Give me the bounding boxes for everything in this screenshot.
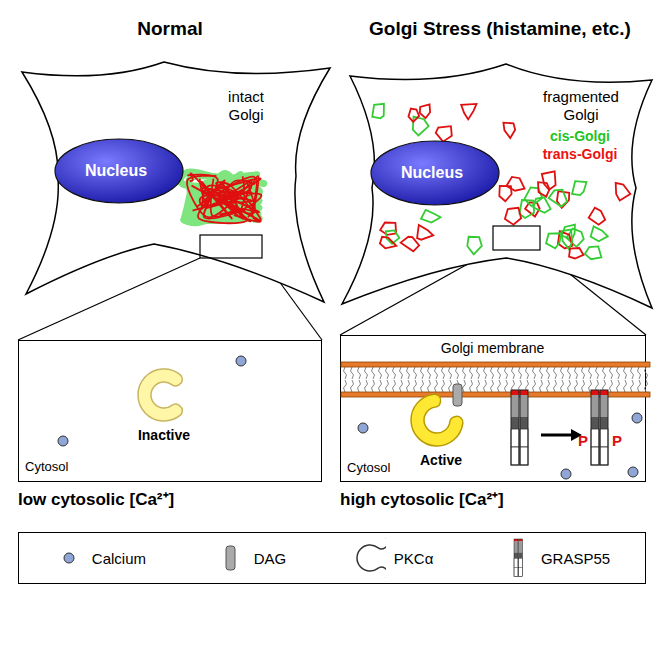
pkc-shape: [411, 394, 463, 446]
node-text: intact Golgi: [210, 88, 282, 124]
grasp55-symbol: [511, 390, 519, 465]
legend-item: Calcium: [54, 538, 146, 578]
legend-swatch: [503, 538, 533, 578]
node-text: Cytosol: [25, 459, 105, 475]
pkc-active: Active: [403, 392, 485, 476]
nucleus: Nucleus: [370, 140, 500, 206]
legend-item: GRASP55: [503, 538, 610, 578]
pkc-inactive: Inactive: [119, 367, 215, 453]
node-text: Nucleus: [54, 161, 178, 180]
golgi-membrane: Golgi membrane: [341, 340, 650, 406]
node-text: Inactive: [119, 427, 209, 444]
node-text: Nucleus: [370, 163, 494, 182]
nucleus: Nucleus: [54, 138, 184, 204]
pkc-shape: [356, 538, 386, 578]
grasp55-symbol: [514, 539, 518, 577]
calcium-ion: [58, 436, 68, 446]
node-text: Cytosol: [347, 460, 427, 476]
cis-golgi-label: cis-Golgi: [540, 128, 620, 145]
legend-text: DAG: [254, 550, 287, 567]
calcium-ion: [561, 469, 571, 479]
grasp55-symbol: [518, 539, 522, 577]
grasp55-symbol: [600, 390, 608, 465]
legend-box: Calcium DAG PKCα GRASP55: [18, 532, 646, 584]
calcium-ion: [632, 413, 642, 423]
nucleus-shape: [55, 139, 183, 203]
pkc-shape: [138, 369, 182, 421]
node-text: Active: [403, 452, 479, 469]
node-text: fragmented Golgi: [536, 88, 626, 124]
legend-text: GRASP55: [541, 550, 610, 567]
legend-swatch: [54, 538, 84, 578]
calcium-ion: [64, 553, 74, 563]
legend-text: PKCα: [394, 550, 434, 567]
legend-swatch: [216, 538, 246, 578]
calcium-ion: [358, 423, 368, 433]
zoom-box: Cytosol Golgi membraneActive: [340, 335, 646, 482]
dag-molecule: [453, 384, 462, 406]
legend-item: PKCα: [356, 538, 434, 578]
legend-text: Calcium: [92, 550, 146, 567]
condition-label: high cytosolic [Ca²⁺]: [340, 490, 640, 510]
legend-swatch: [356, 538, 386, 578]
nucleus-shape: [371, 141, 499, 205]
panel-heading: Normal: [70, 18, 270, 41]
grasp55-symbol: [520, 390, 528, 465]
phospho-mark: P: [611, 432, 623, 450]
panel-heading: Golgi Stress (histamine, etc.): [346, 18, 654, 41]
calcium-ion: [628, 467, 638, 477]
cell-outline: fragmented GolgiNucleus: [336, 58, 658, 314]
node-text: Golgi membrane: [341, 340, 644, 357]
cell-outline: intact GolgiNucleus: [14, 58, 336, 308]
calcium-ion: [236, 356, 246, 366]
trans-golgi-label: trans-Golgi: [535, 146, 625, 163]
condition-label: low cytosolic [Ca²⁺]: [18, 490, 318, 510]
phospho-mark: P: [577, 432, 589, 450]
grasp55-symbol: [591, 390, 599, 465]
legend-item: DAG: [216, 538, 287, 578]
zoom-box: Cytosol Inactive: [18, 340, 322, 482]
